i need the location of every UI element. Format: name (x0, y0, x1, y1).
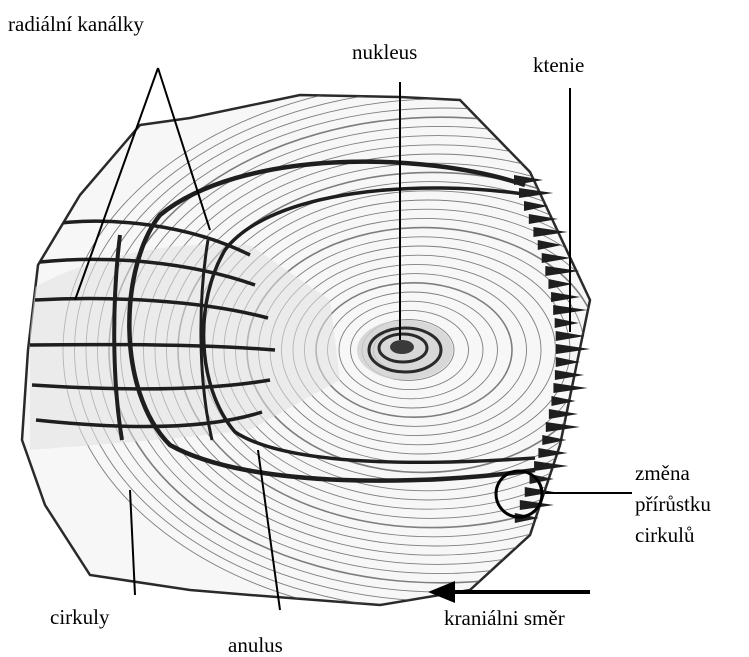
ctenii-label: ktenie (533, 53, 584, 77)
nucleus-focus (357, 320, 453, 380)
circuli-label: cirkuly (50, 605, 109, 629)
radial-canals-label: radiální kanálky (8, 12, 144, 36)
growth-change-label-line2: přírůstku (635, 492, 711, 516)
annulus-label: anulus (228, 633, 283, 657)
nucleus-label: nukleus (352, 40, 417, 64)
growth-change-label-line1: změna (635, 461, 690, 485)
cranial-direction-label: kraniálni směr (444, 606, 565, 630)
cranial-direction-arrow (428, 581, 590, 603)
growth-change-label-line3: cirkulů (635, 523, 694, 547)
